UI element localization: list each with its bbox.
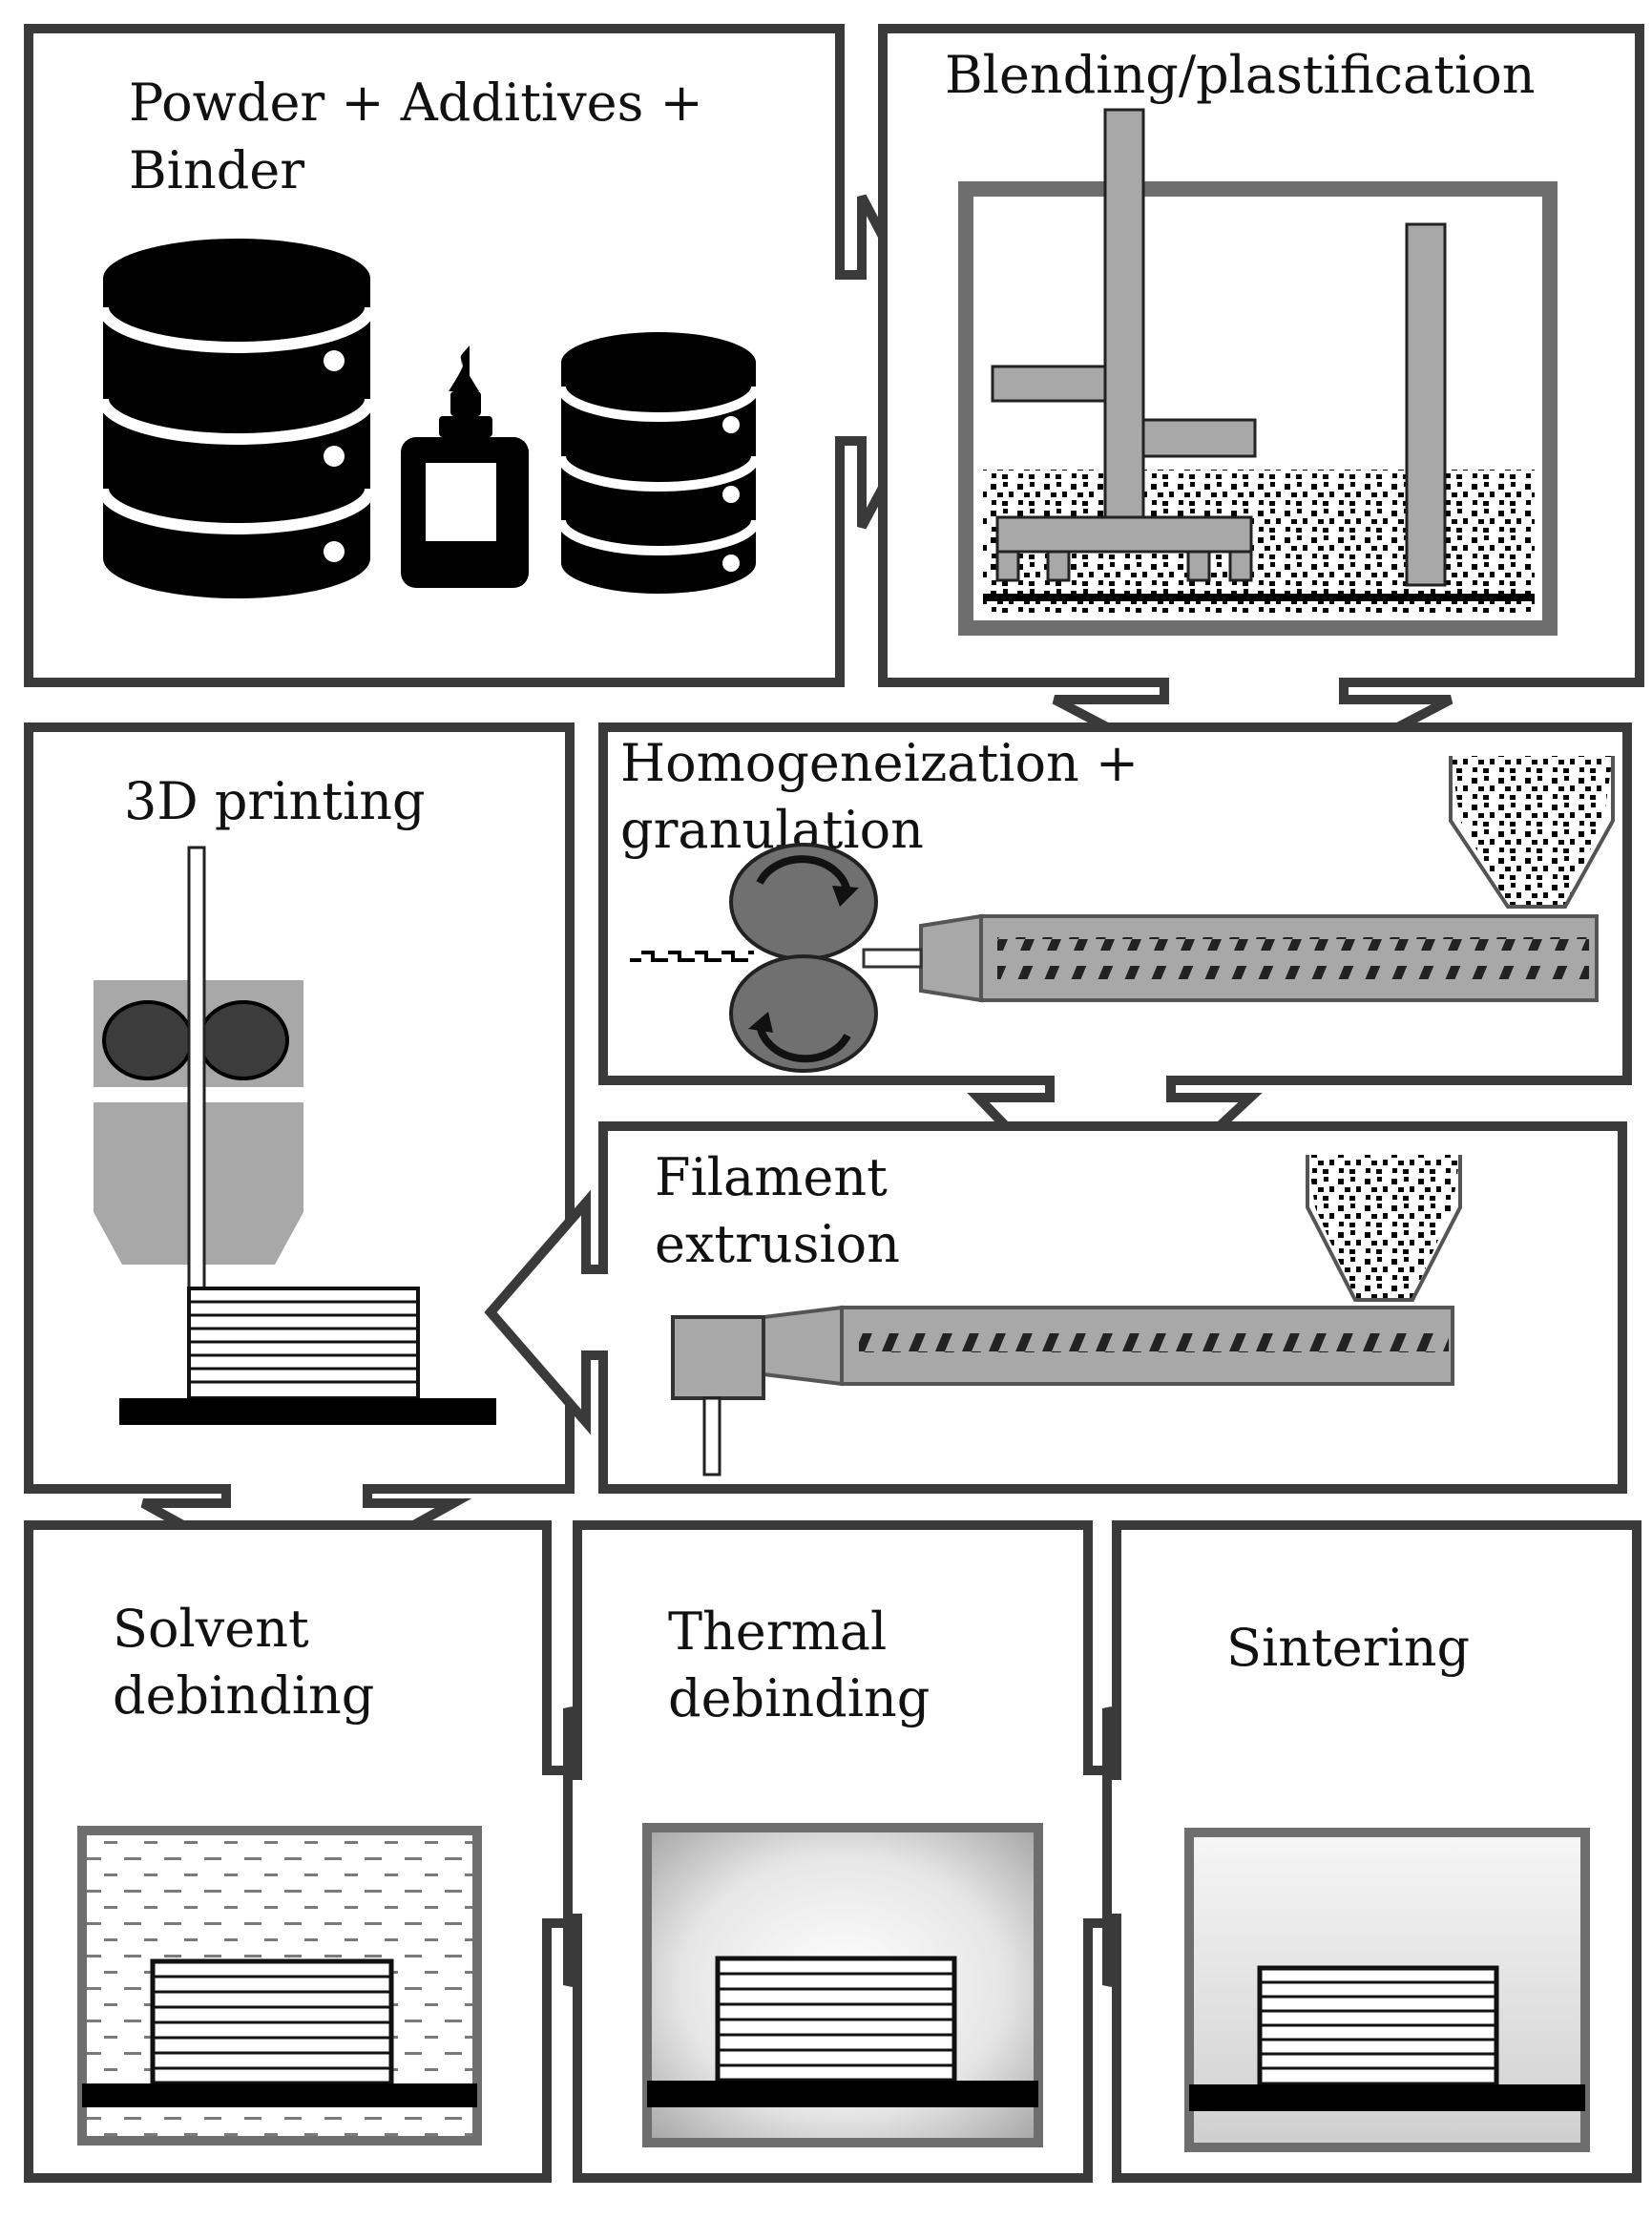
panel-powder-title-line1: Powder + Additives + — [129, 73, 703, 133]
sintering-oven — [1184, 1828, 1590, 2152]
panel-solvent: Solvent debinding — [24, 1520, 636, 2183]
binder-bottle-icon — [401, 345, 529, 588]
blending-tank — [958, 108, 1558, 636]
panel-extrusion: Filament extrusion — [484, 1121, 1627, 1494]
panel-blending: Blending/plastification — [878, 24, 1644, 809]
panel-printing-title: 3D printing — [124, 771, 426, 831]
printed-part — [119, 1287, 496, 1425]
panel-blending-title: Blending/plastification — [945, 45, 1536, 105]
panel-sintering-title: Sintering — [1226, 1618, 1470, 1678]
filament-extruder — [671, 1155, 1462, 1476]
panel-powder: Powder + Additives + Binder — [24, 24, 955, 687]
granulation-rollers — [729, 843, 878, 1073]
panel-extrusion-title-line1: Filament — [655, 1147, 888, 1207]
granulation-extruder — [630, 756, 1615, 1003]
panel-sintering: Sintering — [1102, 1520, 1642, 2183]
panel-thermal-title-line1: Thermal — [668, 1601, 887, 1662]
panel-homogenization-title-line1: Homogeneization + — [620, 733, 1139, 793]
panel-solvent-title-line1: Solvent — [113, 1599, 309, 1659]
additives-drum-icon — [556, 332, 761, 594]
panel-powder-title-line2: Binder — [129, 140, 304, 200]
panel-thermal: Thermal debinding — [563, 1520, 1175, 2183]
panel-printing: 3D printing — [24, 722, 575, 1595]
panel-extrusion-title-line2: extrusion — [655, 1214, 900, 1274]
panel-thermal-title-line2: debinding — [668, 1668, 930, 1728]
panel-solvent-title-line2: debinding — [113, 1665, 374, 1726]
powder-drum-icon — [97, 239, 376, 598]
printer-head — [94, 846, 303, 1296]
thermal-oven — [642, 1823, 1043, 2147]
solvent-bath — [77, 1826, 482, 2146]
